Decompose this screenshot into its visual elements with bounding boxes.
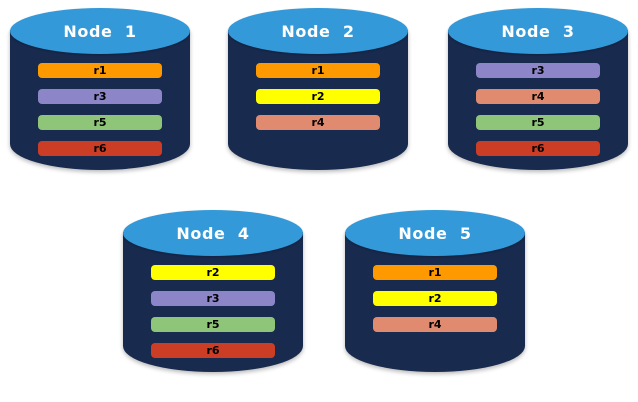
replica-bar[interactable]: r1 xyxy=(38,63,162,78)
node-cylinder[interactable]: Node 2 r1 r2 r4 xyxy=(228,8,408,188)
replica-bar[interactable]: r4 xyxy=(476,89,600,104)
replica-bar[interactable]: r1 xyxy=(256,63,380,78)
node-label: Node 3 xyxy=(501,21,575,41)
replica-bar[interactable]: r1 xyxy=(373,265,497,280)
node-label: Node 2 xyxy=(281,21,355,41)
cylinder-top-ellipse xyxy=(448,8,628,54)
replica-bar[interactable]: r2 xyxy=(256,89,380,104)
replica-bar[interactable]: r4 xyxy=(256,115,380,130)
node-label: Node 5 xyxy=(398,223,472,243)
replica-bar[interactable]: r3 xyxy=(476,63,600,78)
replica-list: r3 r4 r5 r6 xyxy=(476,63,600,156)
node-cylinder[interactable]: Node 1 r1 r3 r5 r6 xyxy=(10,8,190,188)
replica-bar[interactable]: r6 xyxy=(38,141,162,156)
replica-list: r1 r3 r5 r6 xyxy=(38,63,162,156)
replica-list: r2 r3 r5 r6 xyxy=(151,265,275,358)
node-cylinder[interactable]: Node 5 r1 r2 r4 xyxy=(345,210,525,390)
replica-bar[interactable]: r5 xyxy=(38,115,162,130)
node-cylinder[interactable]: Node 4 r2 r3 r5 r6 xyxy=(123,210,303,390)
node-label: Node 4 xyxy=(176,223,250,243)
cylinder-top-ellipse xyxy=(345,210,525,256)
replica-bar[interactable]: r5 xyxy=(151,317,275,332)
replica-bar[interactable]: r3 xyxy=(151,291,275,306)
cylinder-top-ellipse xyxy=(10,8,190,54)
node-cylinder[interactable]: Node 3 r3 r4 r5 r6 xyxy=(448,8,628,188)
node-label: Node 1 xyxy=(63,21,137,41)
replica-bar[interactable]: r6 xyxy=(151,343,275,358)
replica-bar[interactable]: r2 xyxy=(151,265,275,280)
replica-list: r1 r2 r4 xyxy=(373,265,497,332)
replica-list: r1 r2 r4 xyxy=(256,63,380,130)
cylinder-top-ellipse xyxy=(228,8,408,54)
cylinder-top-ellipse xyxy=(123,210,303,256)
replica-bar[interactable]: r3 xyxy=(38,89,162,104)
replica-bar[interactable]: r4 xyxy=(373,317,497,332)
replica-bar[interactable]: r2 xyxy=(373,291,497,306)
replica-bar[interactable]: r5 xyxy=(476,115,600,130)
replica-bar[interactable]: r6 xyxy=(476,141,600,156)
